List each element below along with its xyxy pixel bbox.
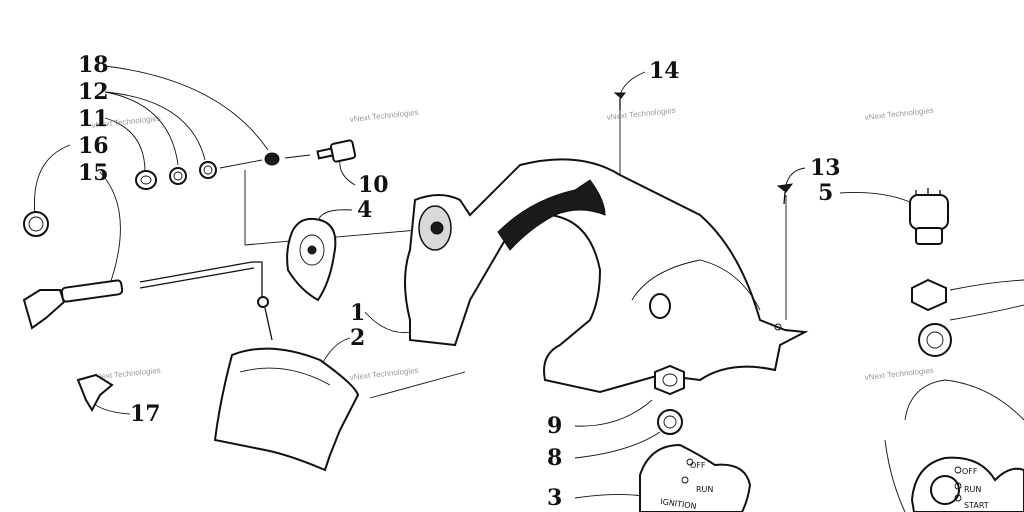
watermark: vNext Technologies (864, 106, 934, 122)
callout-9: 9 (547, 413, 562, 439)
part-5-ignition-switch (909, 188, 952, 357)
part-4-bezel (286, 217, 337, 302)
right-plate-run-label: RUN (964, 485, 981, 494)
part-10-switch (316, 139, 357, 163)
callout-3: 3 (547, 485, 562, 511)
callout-16: 16 (78, 133, 109, 159)
watermark: vNext Technologies (864, 366, 934, 382)
callout-18: 18 (78, 52, 109, 78)
callout-2: 2 (350, 325, 365, 351)
part-14-screw (613, 92, 627, 110)
part-3-switch-plate: OFF RUN IGNITION (639, 443, 752, 512)
watermark: vNext Technologies (349, 108, 419, 124)
leader-lines (34, 65, 1024, 501)
part-16-knob (23, 211, 49, 237)
switch-plate-run-label: RUN (696, 485, 713, 494)
callout-labels: 18 12 11 16 15 10 4 14 13 5 1 2 9 8 3 17 (78, 52, 841, 511)
callout-1: 1 (350, 300, 365, 326)
callout-10: 10 (358, 172, 389, 198)
part-18-nut (264, 152, 280, 166)
right-plate-off-label: OFF (962, 467, 978, 476)
callout-4: 4 (357, 197, 372, 223)
callout-15: 15 (78, 160, 109, 186)
part-15-cable (22, 261, 273, 341)
switch-plate-off-label: OFF (690, 461, 706, 470)
callout-11: 11 (78, 106, 109, 132)
right-hood-fragment: OFF RUN START (884, 379, 1024, 512)
assembly-guides (219, 154, 441, 246)
callout-13: 13 (810, 155, 841, 181)
part-1-hood (404, 158, 809, 394)
part-11-nut (135, 170, 157, 190)
part-13-screw (776, 183, 794, 205)
callout-8: 8 (547, 445, 562, 471)
callout-17: 17 (130, 401, 161, 427)
callout-12: 12 (78, 79, 109, 105)
callout-14: 14 (649, 58, 680, 84)
callout-5: 5 (818, 180, 833, 206)
part-9-nut (654, 364, 685, 396)
watermark: vNext Technologies (606, 106, 676, 122)
part-17-clip (76, 373, 114, 413)
part-8-washer (657, 409, 683, 435)
part-2-cover (213, 347, 360, 472)
watermark: vNext Technologies (349, 366, 419, 382)
right-plate-start-label: START (964, 501, 989, 510)
part-12-washer (169, 161, 217, 185)
